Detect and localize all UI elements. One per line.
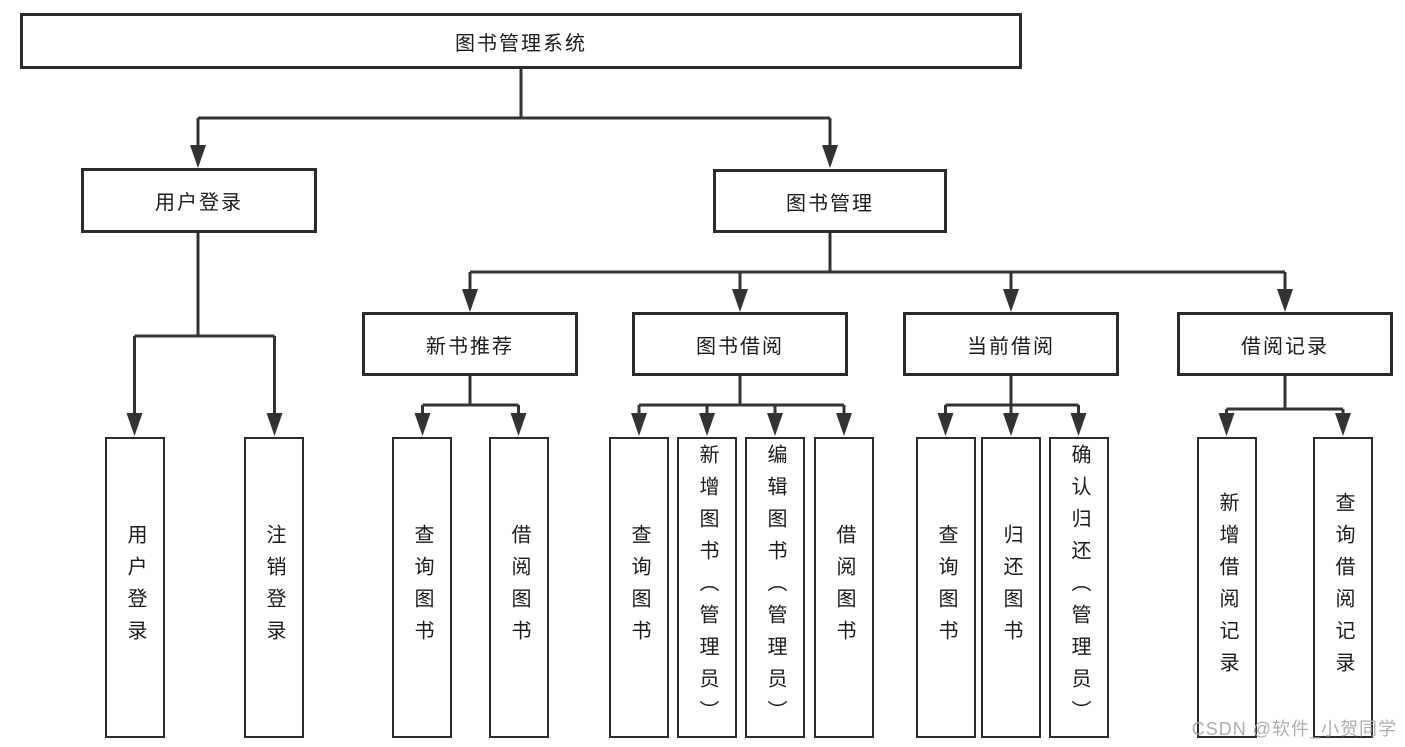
node-new-book-recommend: 新书推荐: [362, 312, 578, 376]
leaf-user-login: 用户登录: [105, 437, 165, 738]
leaf-query-book-1-label: 查询图书: [411, 523, 433, 652]
node-root-label: 图书管理系统: [455, 32, 587, 55]
leaf-query-book-3-label: 查询图书: [935, 523, 957, 652]
leaf-add-borrow-record: 新增借阅记录: [1197, 437, 1257, 738]
leaf-confirm-return-admin: 确认归还（管理员）: [1049, 437, 1109, 738]
node-current-borrow: 当前借阅: [903, 312, 1119, 376]
leaf-user-login-label: 用户登录: [124, 523, 146, 652]
leaf-query-book-2: 查询图书: [609, 437, 669, 738]
leaf-borrow-book-1-label: 借阅图书: [508, 523, 530, 652]
node-book-borrow-label: 图书借阅: [696, 335, 784, 358]
leaf-return-book: 归还图书: [981, 437, 1041, 738]
node-root: 图书管理系统: [20, 13, 1022, 69]
leaf-logout: 注销登录: [244, 437, 304, 738]
leaf-query-book-1: 查询图书: [392, 437, 452, 738]
leaf-query-book-3: 查询图书: [916, 437, 976, 738]
node-user-login-label: 用户登录: [155, 192, 243, 214]
leaf-edit-book-admin: 编辑图书（管理员）: [745, 437, 805, 738]
watermark: CSDN @软件_小贺同学: [1191, 719, 1397, 739]
leaf-add-book-admin-label: 新增图书（管理员）: [696, 443, 718, 732]
node-book-mgmt-label: 图书管理: [786, 192, 874, 215]
leaf-query-borrow-record-label: 查询借阅记录: [1332, 491, 1354, 684]
leaf-borrow-book-2-label: 借阅图书: [833, 523, 855, 652]
leaf-add-book-admin: 新增图书（管理员）: [677, 437, 737, 738]
leaf-query-borrow-record: 查询借阅记录: [1313, 437, 1373, 738]
leaf-query-book-2-label: 查询图书: [628, 523, 650, 652]
node-user-login: 用户登录: [81, 168, 317, 233]
node-book-borrow: 图书借阅: [632, 312, 848, 376]
leaf-borrow-book-1: 借阅图书: [489, 437, 549, 738]
leaf-confirm-return-admin-label: 确认归还（管理员）: [1068, 443, 1090, 732]
node-book-mgmt: 图书管理: [713, 169, 947, 233]
node-current-borrow-label: 当前借阅: [967, 335, 1055, 358]
leaf-logout-label: 注销登录: [263, 523, 285, 652]
leaf-borrow-book-2: 借阅图书: [814, 437, 874, 738]
node-borrow-records: 借阅记录: [1177, 312, 1393, 376]
node-new-book-recommend-label: 新书推荐: [426, 335, 514, 358]
leaf-add-borrow-record-label: 新增借阅记录: [1216, 491, 1238, 684]
leaf-return-book-label: 归还图书: [1000, 523, 1022, 652]
leaf-edit-book-admin-label: 编辑图书（管理员）: [764, 443, 786, 732]
node-borrow-records-label: 借阅记录: [1241, 335, 1329, 358]
